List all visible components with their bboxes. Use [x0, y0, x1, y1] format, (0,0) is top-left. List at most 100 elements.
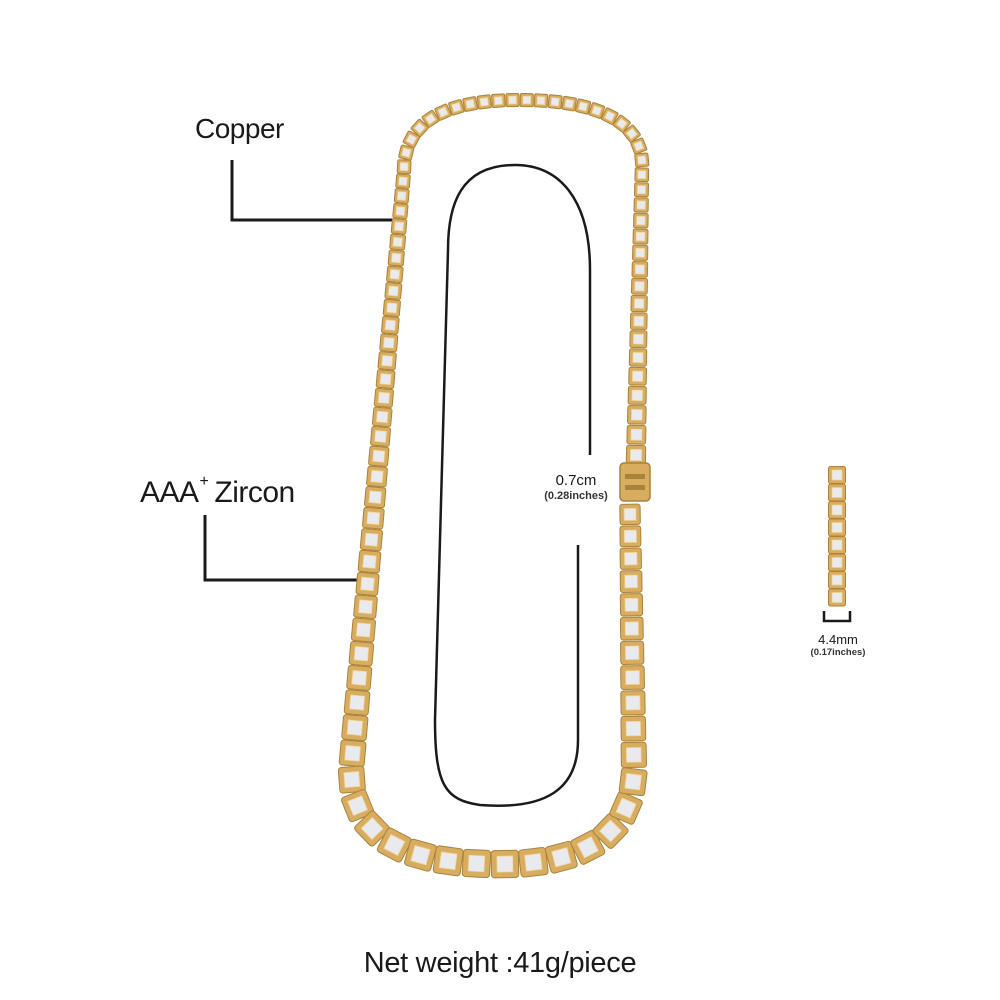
copper-callout-line	[230, 160, 398, 222]
chain-link	[630, 294, 648, 313]
chain-link	[402, 130, 421, 149]
chain-link	[434, 103, 452, 121]
chain-link	[382, 298, 401, 317]
chain-link	[620, 665, 645, 690]
stone-size-label: 4.4mm (0.17inches)	[790, 632, 886, 658]
chain-link	[828, 588, 846, 607]
chain-link	[396, 159, 412, 175]
chain-link	[505, 92, 520, 108]
chain-link	[389, 233, 407, 251]
chain-link	[448, 99, 465, 116]
chain-link	[592, 812, 629, 849]
chain-link	[619, 547, 642, 570]
chain-link	[632, 244, 649, 261]
chain-link	[634, 167, 650, 183]
net-weight-caption: Net weight :41g/piece	[363, 947, 637, 979]
chain-link	[828, 571, 846, 589]
chain-link	[404, 838, 437, 872]
chain-link	[395, 173, 411, 189]
chain-link	[476, 94, 492, 110]
chain-link	[609, 791, 643, 825]
chain-link	[622, 124, 641, 143]
chain-link	[631, 277, 648, 295]
chain-link	[618, 767, 648, 797]
chain-link	[630, 137, 648, 155]
chain-link	[421, 109, 440, 128]
stone-size-inches: (0.17inches)	[810, 647, 866, 658]
chain-link	[544, 840, 578, 874]
chain-link	[343, 689, 371, 716]
chain-link	[346, 664, 373, 691]
chain-link	[619, 503, 641, 526]
chain-link	[379, 333, 399, 353]
chain-link	[627, 385, 647, 405]
chain-link	[518, 847, 549, 878]
chain-link	[628, 348, 648, 367]
chain-link	[632, 228, 649, 245]
chain-link	[629, 312, 648, 331]
chain-link	[629, 330, 648, 349]
chain-link	[384, 282, 403, 300]
length-guide-line	[433, 163, 592, 807]
chain-link	[366, 465, 388, 488]
chain-link	[375, 369, 396, 389]
chain-link	[368, 445, 390, 467]
zircon-name: Zircon	[214, 476, 295, 509]
chain-link	[348, 640, 375, 667]
zircon-callout-line	[203, 515, 363, 582]
chain-link	[828, 536, 846, 554]
chain-link	[620, 690, 646, 716]
chain-link	[357, 549, 382, 574]
chain-link	[350, 617, 376, 643]
chain-link	[628, 366, 648, 386]
chain-width-inches: (0.28inches)	[544, 490, 608, 502]
chain-link	[341, 789, 375, 823]
chain-link	[490, 849, 520, 879]
chain-link	[387, 249, 405, 267]
necklace-icon	[337, 92, 650, 879]
chain-link	[462, 96, 479, 112]
chain-link	[547, 94, 563, 110]
chain-link	[373, 387, 394, 408]
chain-link	[337, 765, 366, 794]
chain-link	[633, 197, 649, 213]
chain-link	[620, 640, 645, 665]
chain-link	[828, 483, 846, 502]
chain-link	[828, 466, 846, 484]
chain-link	[354, 810, 391, 847]
chain-link	[828, 518, 846, 537]
chain-link	[619, 593, 644, 617]
chain-link	[626, 424, 647, 445]
chain-link	[588, 102, 606, 119]
chain-link	[519, 92, 534, 108]
chain-link	[533, 93, 549, 108]
chain-link	[410, 118, 429, 137]
chain-link	[631, 261, 649, 278]
chain-width-value: 0.7cm	[555, 472, 597, 489]
chain-link	[359, 528, 383, 552]
chain-link	[625, 444, 647, 466]
chain-width-label: 0.7cm (0.28inches)	[520, 472, 632, 502]
chain-link	[386, 265, 404, 284]
chain-link	[561, 95, 577, 112]
chain-segment-icon	[828, 466, 846, 607]
chain-link	[570, 829, 606, 865]
chain-link	[377, 351, 397, 371]
chain-link	[627, 405, 647, 425]
chain-link	[376, 827, 412, 863]
chain-link	[381, 315, 400, 335]
chain-link	[620, 715, 647, 742]
chain-link	[390, 218, 408, 235]
zircon-superscript: +	[199, 473, 209, 490]
chain-link	[612, 114, 631, 133]
chain-link	[619, 570, 643, 593]
chain-link	[361, 506, 385, 530]
chain-link	[370, 425, 391, 447]
clasp	[619, 462, 651, 502]
chain-link	[620, 741, 647, 769]
stone-size-bracket	[822, 611, 852, 623]
chain-link	[633, 182, 649, 198]
chain-link	[338, 739, 367, 768]
chain-link	[392, 202, 409, 220]
